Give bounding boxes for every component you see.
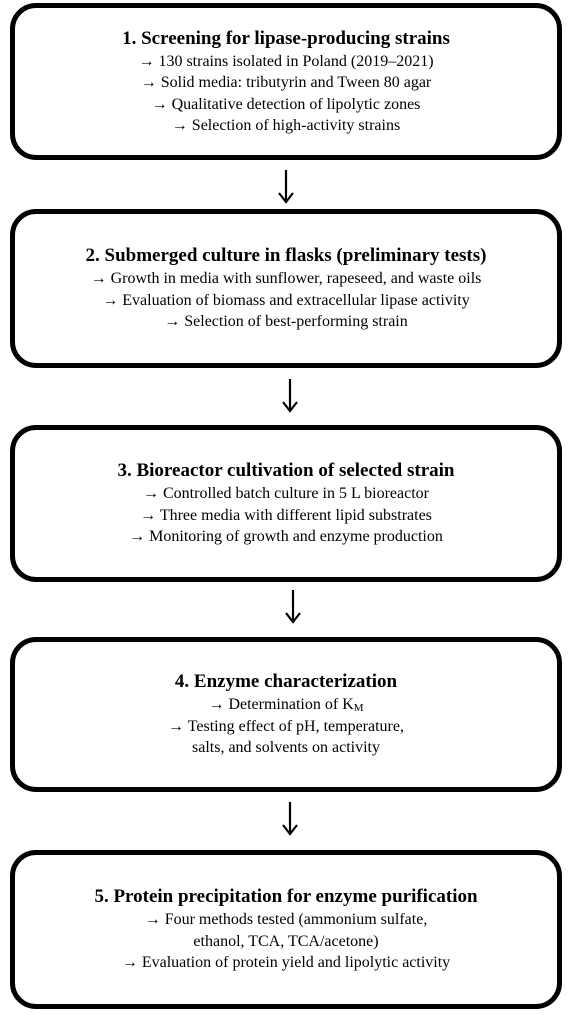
down-arrow-icon bbox=[282, 379, 298, 413]
step-4-line-3: salts, and solvents on activity bbox=[192, 739, 380, 757]
step-1-box: 1. Screening for lipase-producing strain… bbox=[10, 3, 562, 160]
step-3-line-3: → Monitoring of growth and enzyme produc… bbox=[129, 528, 443, 546]
step-4-box: 4. Enzyme characterization → Determinati… bbox=[10, 637, 562, 792]
step-5-title: 5. Protein precipitation for enzyme puri… bbox=[94, 886, 478, 908]
step-1-title: 1. Screening for lipase-producing strain… bbox=[122, 27, 450, 49]
step-4-line-2: → Testing effect of pH, temperature, bbox=[168, 717, 404, 735]
step-4-km-line: → Determination of KM bbox=[208, 694, 363, 716]
step-1-line-2: → Solid media: tributyrin and Tween 80 a… bbox=[140, 74, 432, 91]
step-3-line-2: → Three media with different lipid subst… bbox=[140, 506, 432, 524]
down-arrow-icon bbox=[285, 590, 301, 624]
step-4-title: 4. Enzyme characterization bbox=[174, 671, 398, 693]
step-1-line-1: → 130 strains isolated in Poland (2019–2… bbox=[138, 52, 434, 70]
step-1-line-4: → Selection of high-activity strains bbox=[171, 117, 401, 134]
step-3-line-1: → Controlled batch culture in 5 L biorea… bbox=[143, 485, 429, 503]
down-arrow-icon bbox=[282, 802, 298, 836]
step-5-line-1: → Four methods tested (ammonium sulfate, bbox=[144, 911, 428, 929]
km-prefix: → Determination of K bbox=[208, 696, 354, 714]
step-5-line-2: ethanol, TCA, TCA/acetone) bbox=[193, 932, 379, 950]
step-2-line-1: → Growth in media with sunflower, rapese… bbox=[90, 270, 482, 288]
step-3-box: 3. Bioreactor cultivation of selected st… bbox=[10, 425, 562, 582]
down-arrow-icon bbox=[278, 170, 294, 204]
km-subscript: M bbox=[353, 702, 364, 715]
step-1-line-3: → Qualitative detection of lipolytic zon… bbox=[151, 95, 421, 113]
step-2-line-2: → Evaluation of biomass and extracellula… bbox=[102, 291, 470, 309]
step-2-title: 2. Submerged culture in flasks (prelimin… bbox=[85, 245, 487, 267]
step-2-box: 2. Submerged culture in flasks (prelimin… bbox=[10, 209, 562, 368]
step-5-line-3: → Evaluation of protein yield and lipoly… bbox=[121, 954, 451, 972]
step-5-box: 5. Protein precipitation for enzyme puri… bbox=[10, 850, 562, 1009]
step-3-title: 3. Bioreactor cultivation of selected st… bbox=[117, 460, 455, 482]
step-2-line-3: → Selection of best-performing strain bbox=[164, 313, 408, 331]
